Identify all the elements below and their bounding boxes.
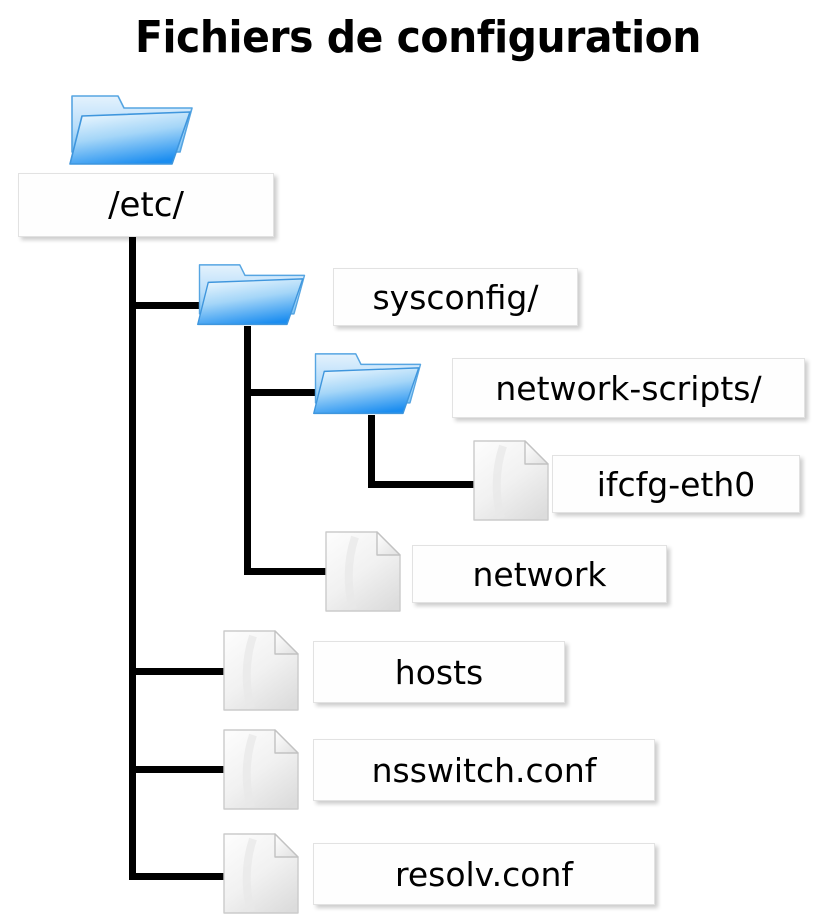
node-label-etc[interactable]: /etc/: [18, 173, 274, 237]
folder-icon: [312, 345, 424, 417]
folder-icon: [196, 256, 308, 328]
page-title: Fichiers de configuration: [135, 12, 701, 63]
branch-line-hosts: [129, 668, 229, 675]
node-label-text: ifcfg-eth0: [596, 464, 756, 504]
trunk-line-network-scripts: [368, 415, 375, 488]
file-icon: [223, 833, 299, 914]
node-label-text: sysconfig/: [372, 277, 539, 317]
file-icon: [325, 531, 401, 612]
node-label-hosts[interactable]: hosts: [313, 641, 565, 703]
branch-line-network-file: [244, 568, 336, 575]
file-icon: [223, 630, 299, 711]
branch-line-network-scripts: [244, 389, 328, 396]
node-label-text: hosts: [394, 652, 484, 692]
node-label-text: network-scripts/: [495, 368, 762, 408]
file-icon: [223, 729, 299, 810]
trunk-line-etc: [129, 236, 136, 880]
node-label-sysconfig[interactable]: sysconfig/: [333, 268, 578, 326]
node-label-network[interactable]: network: [412, 545, 667, 603]
node-label-text: nsswitch.conf: [371, 750, 597, 790]
branch-line-nsswitch: [129, 766, 229, 773]
folder-icon: [68, 86, 196, 168]
node-label-ifcfg-eth0[interactable]: ifcfg-eth0: [552, 455, 800, 513]
node-label-text: resolv.conf: [394, 854, 574, 894]
node-label-network-scripts[interactable]: network-scripts/: [452, 358, 805, 418]
branch-line-resolv: [129, 873, 229, 880]
branch-line-ifcfg-eth0: [368, 481, 482, 488]
branch-line-sysconfig: [129, 302, 213, 309]
node-label-nsswitch-conf[interactable]: nsswitch.conf: [313, 739, 655, 801]
node-label-resolv-conf[interactable]: resolv.conf: [313, 843, 655, 905]
node-label-text: network: [472, 554, 607, 594]
trunk-line-sysconfig: [244, 326, 251, 575]
node-label-text: /etc/: [108, 185, 184, 225]
file-icon: [473, 440, 549, 521]
